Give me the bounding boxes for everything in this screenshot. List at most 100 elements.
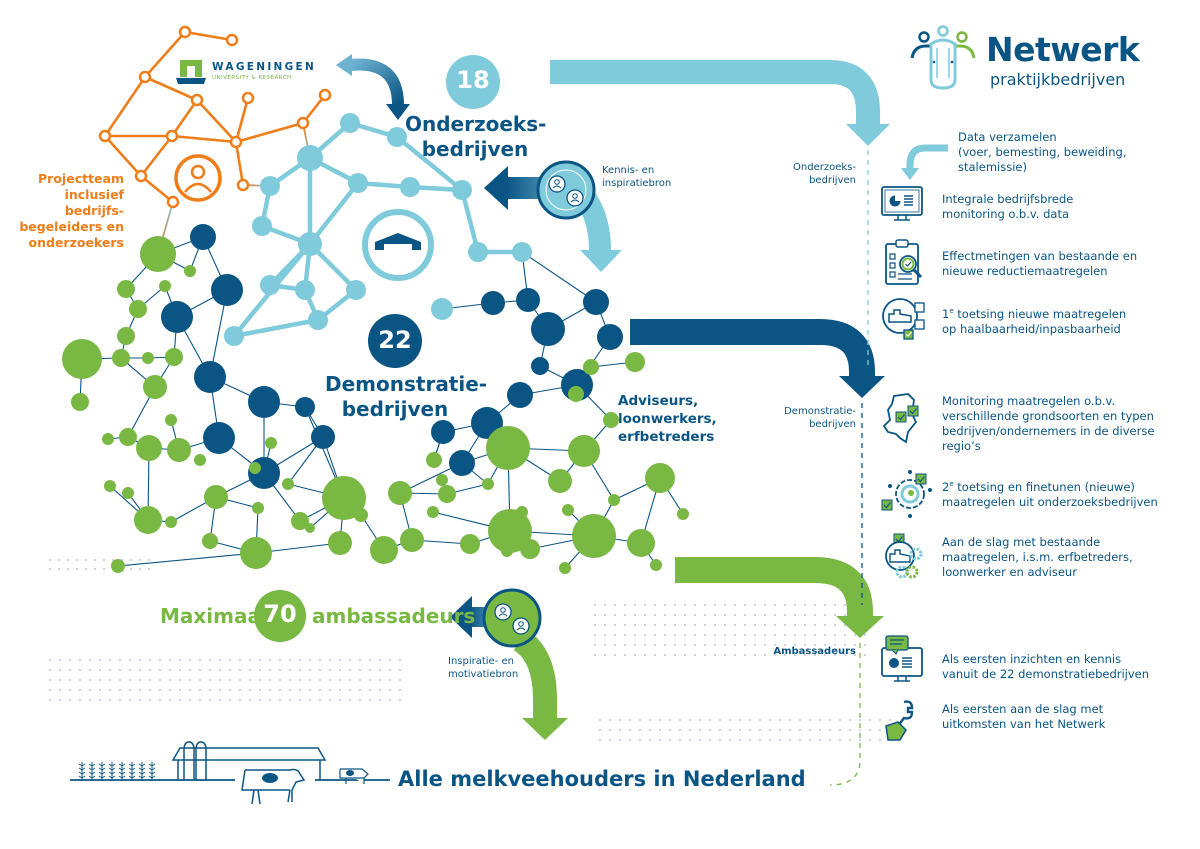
background-dot: [839, 719, 841, 721]
data-collection-note: Data verzamelen (voer, bemesting, beweid…: [958, 130, 1126, 175]
background-dot: [79, 679, 81, 681]
background-dot: [684, 624, 686, 626]
demonstratie-count: 22: [378, 326, 412, 354]
dot-pattern: [49, 559, 891, 741]
background-dot: [103, 559, 105, 561]
crop-leaf: [108, 767, 116, 771]
background-dot: [774, 634, 776, 636]
background-dot: [179, 689, 181, 691]
item-eersten-inzichten: Als eersten inzichten en kennis vanuit d…: [942, 652, 1149, 682]
background-dot: [864, 634, 866, 636]
background-dot: [329, 699, 331, 701]
item-line: verschillende grondsoorten en typen: [942, 409, 1154, 423]
background-dot: [774, 624, 776, 626]
onderzoeksbedrijf-node: [260, 275, 280, 295]
background-dot: [824, 604, 826, 606]
ordinal: 2: [942, 479, 950, 494]
background-dot: [704, 614, 706, 616]
background-dot: [794, 644, 796, 646]
background-dot: [209, 699, 211, 701]
background-dot: [794, 624, 796, 626]
background-dot: [58, 559, 60, 561]
background-dot: [879, 719, 881, 721]
background-dot: [639, 719, 641, 721]
flow-arrow-demonstratie: [630, 319, 885, 398]
background-dot: [229, 659, 231, 661]
background-dot: [734, 644, 736, 646]
network-edge: [233, 317, 319, 339]
inspiratie-line1: Inspiratie- en: [448, 656, 514, 667]
background-dot: [644, 624, 646, 626]
projectteam-line: inclusief: [64, 187, 124, 202]
crop-leaf: [108, 771, 116, 775]
background-dot: [249, 699, 251, 701]
background-dot: [119, 689, 121, 691]
background-dot: [749, 719, 751, 721]
background-dot: [614, 644, 616, 646]
demonstratie-count-badge: [368, 314, 422, 368]
flow-arrow-ambassadeurs: [675, 557, 884, 638]
flow-arrow-onderzoek: [550, 60, 890, 146]
background-dot: [744, 644, 746, 646]
background-dot: [169, 689, 171, 691]
onderzoeksbedrijf-node: [340, 113, 360, 133]
background-dot: [209, 669, 211, 671]
background-dot: [774, 644, 776, 646]
background-dot: [754, 644, 756, 646]
background-dot: [389, 659, 391, 661]
background-dot: [634, 634, 636, 636]
background-dot: [219, 659, 221, 661]
crop-leaf: [108, 775, 116, 779]
onderzoek-count-badge: [446, 55, 500, 109]
item-line: 2e toetsing en finetunen (nieuwe): [942, 477, 1158, 495]
network-edge: [234, 97, 250, 143]
adviseurs-line: Adviseurs,: [618, 393, 699, 409]
onderzoeksbedrijf-node: [468, 242, 488, 262]
demonstratiebedrijf-node: [481, 291, 505, 315]
crop-leaf: [98, 771, 106, 775]
background-dot: [189, 659, 191, 661]
background-dot: [119, 699, 121, 701]
background-dot: [634, 624, 636, 626]
background-dot: [49, 559, 51, 561]
background-dot: [209, 659, 211, 661]
background-dot: [869, 729, 871, 731]
background-dot: [664, 604, 666, 606]
background-dot: [619, 739, 621, 741]
background-dot: [59, 689, 61, 691]
background-dot: [279, 699, 281, 701]
background-dot: [109, 659, 111, 661]
crop-leaf: [128, 771, 136, 775]
background-dot: [714, 654, 716, 656]
barn-icon: [375, 233, 421, 250]
background-dot: [179, 669, 181, 671]
background-dot: [724, 654, 726, 656]
background-dot: [119, 679, 121, 681]
network-nodes: [62, 25, 689, 574]
background-dot: [779, 729, 781, 731]
background-dot: [679, 719, 681, 721]
background-dot: [49, 568, 51, 570]
background-dot: [329, 689, 331, 691]
background-dot: [734, 634, 736, 636]
background-dot: [130, 568, 132, 570]
background-dot: [819, 719, 821, 721]
ambassadeur-node: [112, 349, 130, 367]
ambassadeur-node: [204, 485, 228, 509]
background-dot: [824, 634, 826, 636]
background-dot: [754, 624, 756, 626]
background-dot: [389, 669, 391, 671]
background-dot: [704, 604, 706, 606]
background-dot: [809, 719, 811, 721]
crop-leaf: [118, 775, 126, 779]
inspiratie-label: Inspiratie- en motivatiebron: [448, 655, 518, 681]
background-dot: [149, 699, 151, 701]
ambassadeur-node: [354, 508, 368, 522]
background-dot: [764, 624, 766, 626]
item-tweede-toetsing: 2e toetsing en finetunen (nieuwe) maatre…: [942, 477, 1158, 510]
background-dot: [129, 679, 131, 681]
inspiratie-exchange-icon: [482, 588, 542, 648]
ambassadeur-node: [117, 327, 135, 345]
background-dot: [329, 669, 331, 671]
